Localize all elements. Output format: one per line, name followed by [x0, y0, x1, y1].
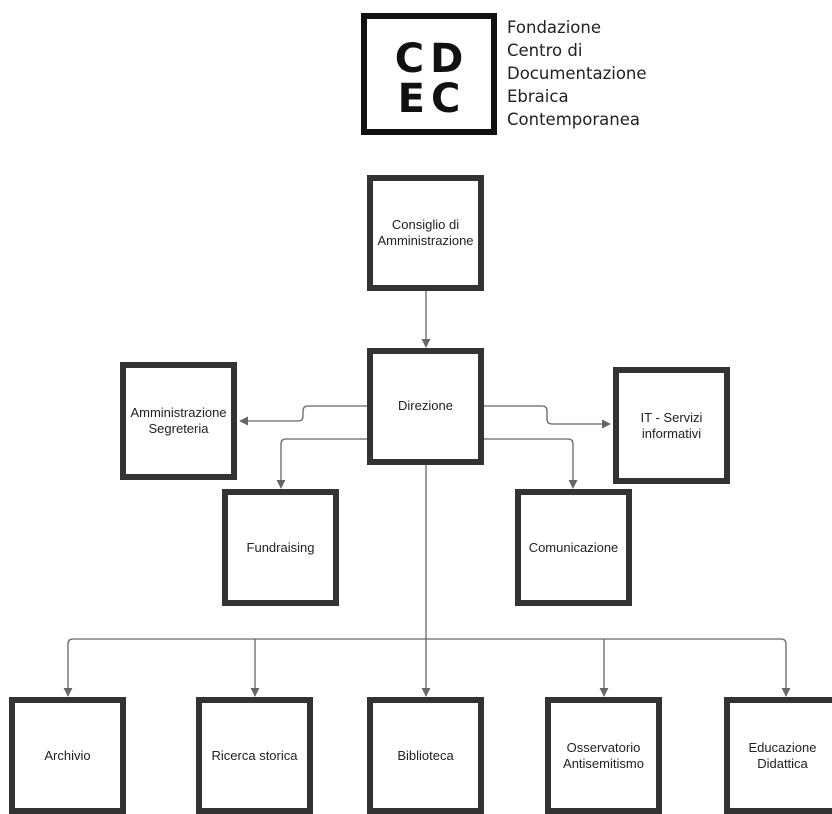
node-label: Archivio — [44, 747, 91, 763]
connector-direzione-comunicazione — [484, 438, 578, 489]
cdec-logo: CD EC — [361, 13, 497, 135]
node-it-servizi-informativi: IT - Servizi informativi — [613, 367, 730, 484]
connector-horizontal-bus — [67, 638, 787, 645]
node-educazione-didattica: Educazione Didattica — [724, 697, 832, 814]
node-osservatorio-antisemitismo: Osservatorio Antisemitismo — [545, 697, 662, 814]
node-amministrazione-segreteria: Amministrazione Segreteria — [120, 362, 237, 480]
org-name-line: Contemporanea — [507, 110, 640, 129]
node-ricerca-storica: Ricerca storica — [196, 697, 313, 814]
node-label: Osservatorio Antisemitismo — [563, 739, 644, 771]
org-name-line: Centro di — [507, 41, 583, 60]
organization-name: Fondazione Centro di Documentazione Ebra… — [507, 16, 647, 131]
node-label: Direzione — [398, 398, 453, 413]
connector-direzione-it — [484, 405, 611, 429]
org-name-line: Documentazione — [507, 64, 647, 83]
logo-letters-bottom: EC — [397, 76, 467, 122]
node-label: Fundraising — [246, 539, 315, 555]
node-label: IT - Servizi informativi — [640, 409, 703, 441]
org-name-line: Fondazione — [507, 18, 601, 37]
node-comunicazione: Comunicazione — [515, 489, 632, 606]
node-consiglio-di-amministrazione: Consiglio di Amministrazione — [367, 175, 484, 291]
node-archivio: Archivio — [9, 697, 126, 814]
node-label: Consiglio di Amministrazione — [377, 217, 474, 248]
node-direzione: Direzione — [367, 348, 484, 465]
logo-letters-top: CD — [394, 36, 470, 82]
node-biblioteca: Biblioteca — [367, 697, 484, 814]
node-label: Educazione Didattica — [748, 739, 817, 771]
connector-direzione-amministrazione — [239, 405, 369, 426]
node-label: Comunicazione — [528, 539, 619, 555]
node-label: Amministrazione Segreteria — [130, 405, 227, 436]
org-name-line: Ebraica — [507, 87, 569, 106]
node-fundraising: Fundraising — [222, 489, 339, 606]
connector-direzione-fundraising — [276, 438, 369, 489]
node-label: Biblioteca — [397, 747, 454, 763]
node-label: Ricerca storica — [211, 747, 298, 763]
